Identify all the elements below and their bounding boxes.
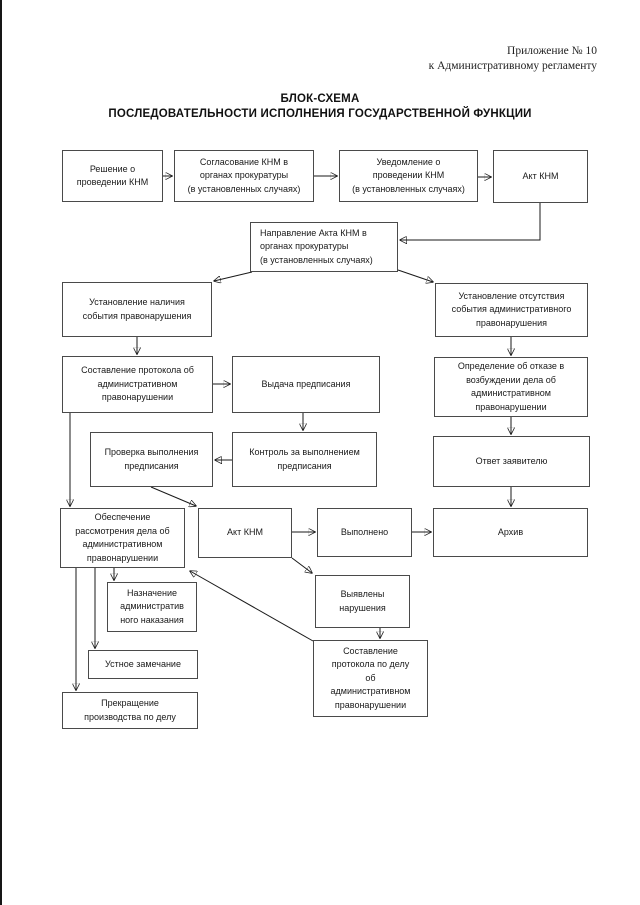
node-ustnoe-zamechanie: Устное замечание — [88, 650, 198, 679]
node-akt-knm-top: Акт КНМ — [493, 150, 588, 203]
node-napravlenie-akta-knm: Направление Акта КНМ в органах прокурату… — [250, 222, 398, 272]
connector-proverka-akt2 — [150, 486, 196, 506]
node-obespechenie-rassmotreniya: Обеспечение рассмотрения дела об админис… — [60, 508, 185, 568]
connector-akt2-vyyavleny — [291, 557, 312, 573]
appendix-line2: к Административному регламенту — [428, 60, 597, 72]
connector-sostavlenie2-obespechenie — [190, 571, 314, 642]
node-vypolneno: Выполнено — [317, 508, 412, 557]
node-opredelenie-ob-otkaze: Определение об отказе в возбуждении дела… — [434, 357, 588, 417]
node-sostavlenie-protokola: Составление протокола об административно… — [62, 356, 213, 413]
node-akt-knm-middle: Акт КНМ — [198, 508, 292, 558]
node-proverka-vypolneniya: Проверка выполнения предписания — [90, 432, 213, 487]
appendix-annotation: Приложение № 10 к Административному регл… — [429, 44, 597, 74]
connector-napravlenie-ust-nalichiya — [214, 271, 253, 281]
node-otvet-zayavitelyu: Ответ заявителю — [433, 436, 590, 487]
node-sostavlenie-protokola-po-delu: Составление протокола по делу об админис… — [313, 640, 428, 717]
node-reshenie-o-provedenii-knm: Решение о проведении КНМ — [62, 150, 163, 202]
node-kontrol-za-vypolneniem: Контроль за выполнением предписания — [232, 432, 377, 487]
node-uvedomlenie-o-provedenii-knm: Уведомление о проведении КНМ (в установл… — [339, 150, 478, 202]
node-vyyavleny-narusheniya: Выявлены нарушения — [315, 575, 410, 628]
node-arhiv: Архив — [433, 508, 588, 557]
title-line2: ПОСЛЕДОВАТЕЛЬНОСТИ ИСПОЛНЕНИЯ ГОСУДАРСТВ… — [108, 108, 532, 120]
node-ustanovlenie-otsutstviya: Установление отсутствия события админист… — [435, 283, 588, 337]
node-vydacha-predpisaniya: Выдача предписания — [232, 356, 380, 413]
node-naznachenie-nakazaniya: Назначение административ ного наказания — [107, 582, 197, 632]
connector-napravlenie-ust-otsutstviya — [397, 269, 433, 282]
connector-akt1-napravlenie — [400, 203, 541, 240]
node-prekrashchenie-proizvodstva: Прекращение производства по делу — [62, 692, 198, 729]
scan-edge-line — [0, 0, 2, 905]
page-title: БЛОК-СХЕМА ПОСЛЕДОВАТЕЛЬНОСТИ ИСПОЛНЕНИЯ… — [0, 92, 640, 122]
node-ustanovlenie-nalichiya: Установление наличия события правонаруше… — [62, 282, 212, 337]
title-line1: БЛОК-СХЕМА — [280, 93, 360, 105]
node-soglasovanie-knm: Согласование КНМ в органах прокуратуры (… — [174, 150, 314, 202]
appendix-line1: Приложение № 10 — [507, 45, 597, 57]
